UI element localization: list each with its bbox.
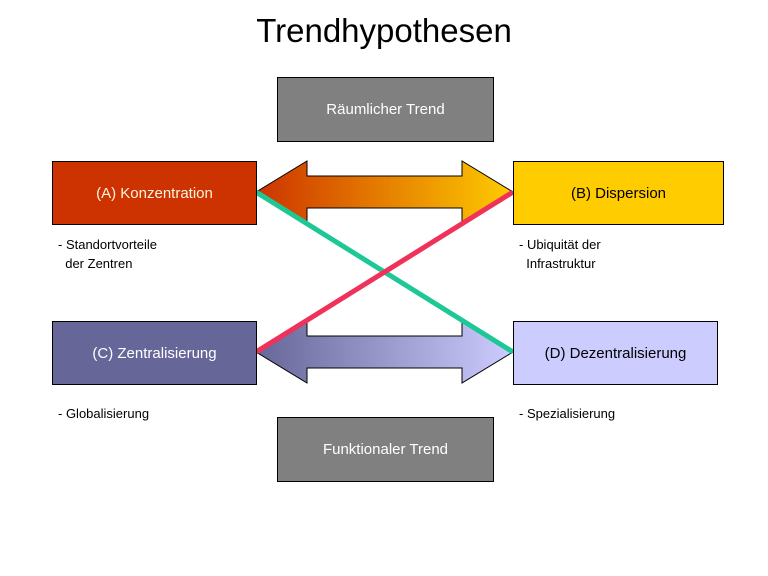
note-a: - Standortvorteile der Zentren xyxy=(58,237,157,271)
note-c: - Globalisierung xyxy=(58,406,150,421)
functional-trend-box: Funktionaler Trend xyxy=(277,417,494,482)
box-c-zentralisierung: (C) Zentralisierung xyxy=(52,321,257,385)
diagram-title: Trendhypothesen xyxy=(256,12,512,49)
note-d: - Spezialisierung xyxy=(519,406,616,421)
box-d-dezentralisierung: (D) Dezentralisierung xyxy=(513,321,718,385)
note-b: - Ubiquität der Infrastruktur xyxy=(519,237,601,271)
line-c-to-b xyxy=(254,189,515,355)
box-b-dispersion: (B) Dispersion xyxy=(513,161,724,225)
spatial-trend-box: Räumlicher Trend xyxy=(277,77,494,142)
box-a-konzentration: (A) Konzentration xyxy=(52,161,257,225)
